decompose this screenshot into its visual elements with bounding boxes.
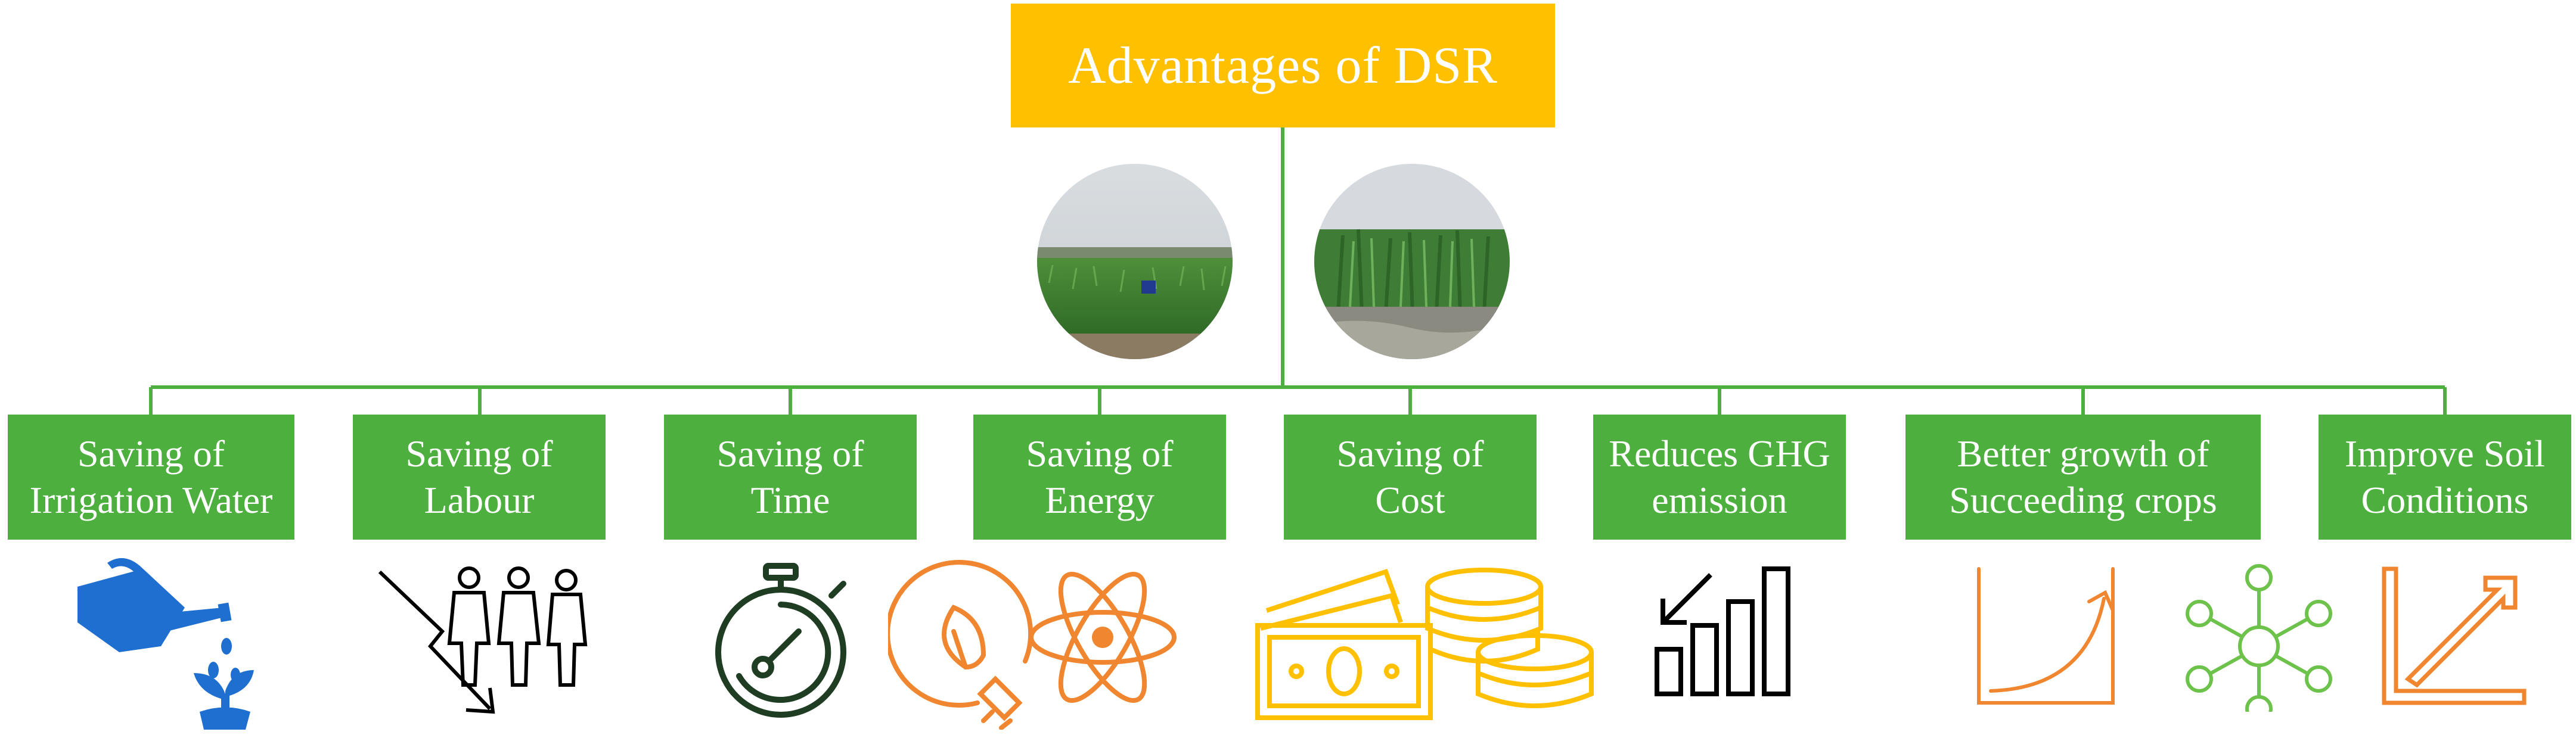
- category-ghg-line1: Reduces GHG: [1609, 432, 1830, 475]
- category-soil: Improve Soil Conditions: [2319, 415, 2571, 540]
- category-labour: Saving of Labour: [353, 415, 606, 540]
- money-coins-icon: [1255, 568, 1594, 720]
- category-labour-line2: Labour: [424, 479, 535, 521]
- rising-arrow-icon: [2382, 566, 2527, 705]
- growth-curve-icon: [1977, 564, 2332, 712]
- category-irrigation: Saving of Irrigation Water: [8, 415, 294, 540]
- category-growth-line1: Better growth of: [1957, 432, 2209, 475]
- flooded-field-photo: [1314, 164, 1510, 359]
- category-labour-line1: Saving of: [405, 432, 553, 475]
- category-soil-line2: Conditions: [2361, 479, 2529, 521]
- category-time-line2: Time: [750, 479, 830, 521]
- workers-decline-icon: [378, 566, 588, 714]
- rice-field-photo: [1037, 164, 1233, 359]
- stopwatch-icon: [715, 563, 846, 718]
- category-energy-line2: Energy: [1045, 479, 1154, 521]
- watering-can-icon: [77, 558, 254, 730]
- category-cost-line1: Saving of: [1336, 432, 1484, 475]
- category-cost: Saving of Cost: [1284, 415, 1537, 540]
- category-energy-line1: Saving of: [1026, 432, 1174, 475]
- category-time: Saving of Time: [664, 415, 917, 540]
- category-irrigation-line1: Saving of: [77, 432, 225, 475]
- category-soil-line1: Improve Soil: [2345, 432, 2545, 475]
- category-ghg: Reduces GHG emission: [1593, 415, 1846, 540]
- category-growth-line2: Succeeding crops: [1949, 479, 2217, 521]
- title-box: Advantages of DSR: [1011, 4, 1555, 127]
- diagram-title: Advantages of DSR: [1068, 36, 1498, 95]
- category-energy: Saving of Energy: [973, 415, 1226, 540]
- category-irrigation-line2: Irrigation Water: [29, 479, 273, 521]
- decreasing-bars-icon: [1655, 566, 1790, 696]
- category-growth: Better growth of Succeeding crops: [1905, 415, 2261, 540]
- category-ghg-line2: emission: [1652, 479, 1787, 521]
- category-time-line1: Saving of: [716, 432, 864, 475]
- category-cost-line2: Cost: [1375, 479, 1445, 521]
- energy-icon: [888, 560, 1177, 730]
